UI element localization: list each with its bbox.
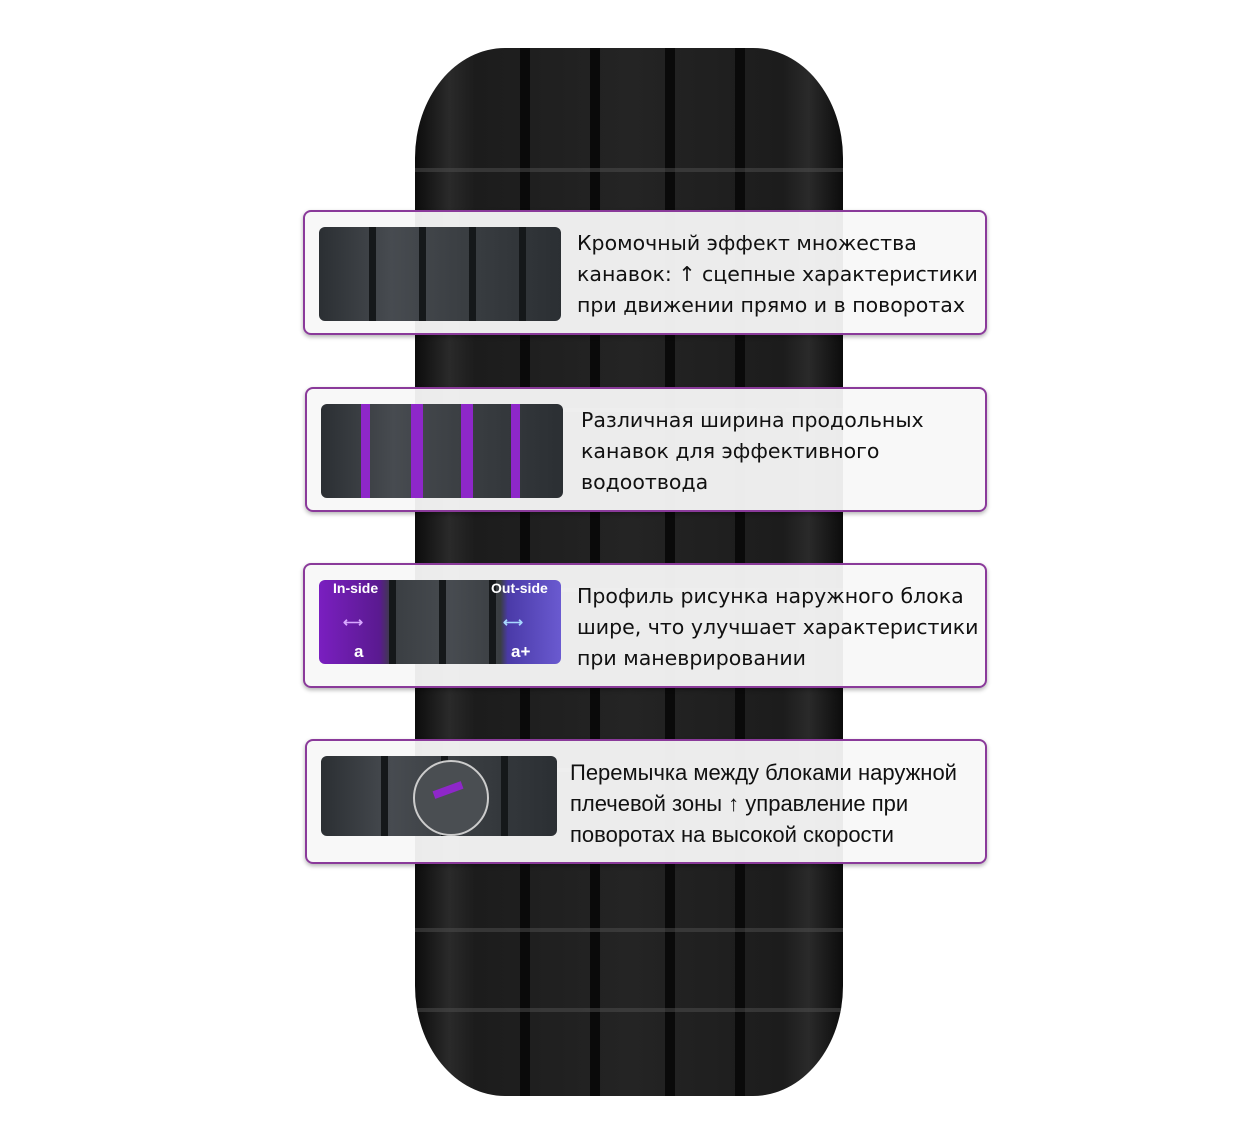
feature-card-shoulder-tie-bar: Перемычка между блоками наружной плечево… [305,739,987,864]
feature-text-line: Профиль рисунка наружного блока [577,584,964,608]
feature-text-line: шире, что улучшает характеристики [577,615,979,639]
feature-text-line: поворотах на высокой скорости [570,822,894,847]
feature-text-line: Кромочный эффект множества [577,231,917,255]
feature-text-line: водоотвода [581,470,709,494]
double-arrow-icon: ⟷ [503,614,524,630]
shoulder-tie-bar-thumbnail [321,756,557,836]
feature-text-line: при маневрировании [577,646,806,670]
feature-text-line: канавок для эффективного [581,439,880,463]
feature-card-outer-block: In-side Out-side ⟷ ⟷ a a+ Профиль рисунк… [303,563,987,688]
groove-width-thumbnail [321,404,563,498]
inside-label: In-side [333,580,379,596]
feature-text-line: канавок: ↑ сцепные характеристики [577,262,978,286]
edge-effect-thumbnail [319,227,561,321]
outer-block-thumbnail: In-side Out-side ⟷ ⟷ a a+ [319,580,561,664]
feature-text-line: при движении прямо и в поворотах [577,293,965,317]
feature-card-edge-effect: Кромочный эффект множества канавок: ↑ сц… [303,210,987,335]
width-a-label: a [354,642,364,661]
double-arrow-icon: ⟷ [343,614,364,630]
feature-text-line: плечевой зоны ↑ управление при [570,791,909,816]
feature-card-groove-width: Различная ширина продольных канавок для … [305,387,987,512]
outside-label: Out-side [491,580,548,596]
width-a-plus-label: a+ [511,642,531,661]
magnifier-circle [413,760,489,836]
feature-text-line: Перемычка между блоками наружной [570,760,957,785]
feature-text-line: Различная ширина продольных [581,408,924,432]
